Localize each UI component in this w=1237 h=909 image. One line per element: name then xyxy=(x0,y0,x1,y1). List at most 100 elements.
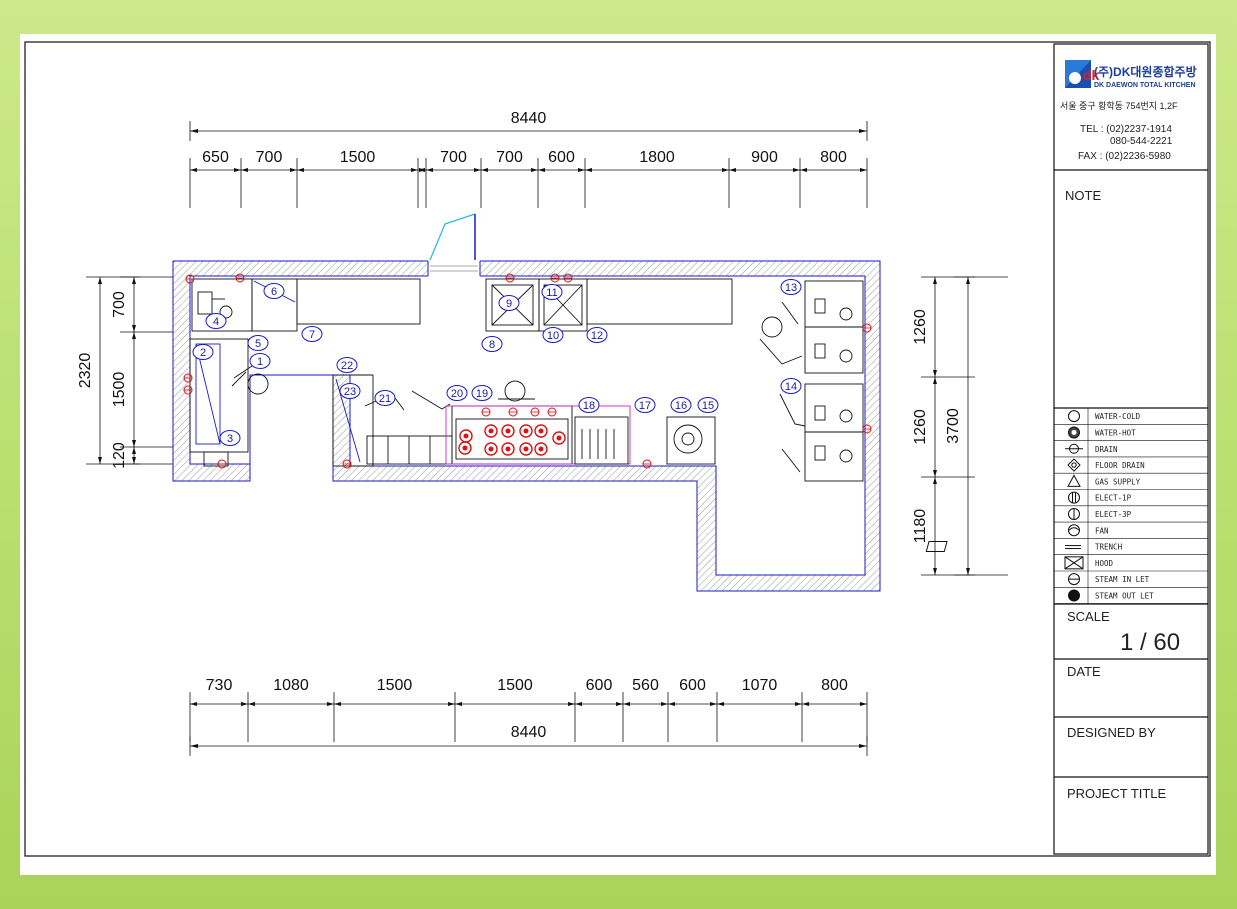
company-logo: dk (주)DK대원종합주방 DK DAEWON TOTAL KITCHEN xyxy=(1065,60,1197,89)
legend-label: STEAM OUT LET xyxy=(1095,591,1154,600)
equipment-number-12: 12 xyxy=(586,327,608,343)
legend: WATER-COLD WATER-HOT DRAIN FLOOR DRAIN GAS S… xyxy=(925,408,1208,604)
worker-figure-2 xyxy=(761,316,783,338)
dish-rack xyxy=(574,416,629,465)
left-dim-0: 700 xyxy=(111,291,128,318)
top-dim-4: 700 xyxy=(440,149,467,166)
burner-icon xyxy=(519,442,533,456)
left-total-dim-0: 2320 xyxy=(77,353,94,389)
kitchen-floor-plan: dk (주)DK대원종합주방 DK DAEWON TOTAL KITCHEN 서… xyxy=(24,41,1211,857)
utility-markers xyxy=(183,273,872,469)
steam-out-let-icon xyxy=(1068,589,1080,602)
legend-row-3: FLOOR DRAIN xyxy=(1054,458,1208,474)
equipment xyxy=(189,278,864,482)
equipment-number-3: 3 xyxy=(219,430,241,446)
floor-drain-icon xyxy=(1067,458,1081,472)
svg-text:6: 6 xyxy=(271,286,277,298)
utility-outlet-icon xyxy=(642,459,652,469)
bottom-dim-6: 600 xyxy=(679,677,706,694)
utility-outlet-icon xyxy=(217,459,227,469)
legend-row-11: STEAM OUT LET xyxy=(1054,589,1208,604)
bottom-dim-4: 600 xyxy=(586,677,613,694)
legend-row-2: DRAIN xyxy=(1054,443,1208,458)
company-name-kr: (주)DK대원종합주방 xyxy=(1094,64,1197,79)
svg-text:23: 23 xyxy=(344,386,356,398)
utility-outlet-icon xyxy=(183,373,193,383)
legend-label: ELECT-3P xyxy=(1095,510,1132,519)
designed-by-label: DESIGNED BY xyxy=(1067,725,1156,740)
svg-text:2: 2 xyxy=(200,347,206,359)
date-label: DATE xyxy=(1067,664,1101,679)
legend-label: DRAIN xyxy=(1095,445,1118,454)
scale-label: SCALE xyxy=(1067,609,1110,624)
legend-label: TRENCH xyxy=(1095,543,1123,552)
equipment-number-22: 22 xyxy=(336,357,358,373)
svg-text:19: 19 xyxy=(476,388,488,400)
legend-label: STEAM IN LET xyxy=(1095,575,1150,584)
burner-icon xyxy=(501,424,515,438)
svg-text:4: 4 xyxy=(213,316,219,328)
bottom-dim-1: 1080 xyxy=(273,677,309,694)
water-cold-icon xyxy=(1068,410,1080,423)
trench-icon xyxy=(925,541,1081,553)
svg-text:1: 1 xyxy=(257,356,263,368)
right-total-dim-0: 3700 xyxy=(945,408,962,444)
bottom-dim-7: 1070 xyxy=(742,677,778,694)
top-dim-5: 700 xyxy=(496,149,523,166)
svg-text:18: 18 xyxy=(583,400,595,412)
equipment-number-21: 21 xyxy=(374,390,396,406)
utility-outlet-icon xyxy=(550,273,560,283)
svg-text:8: 8 xyxy=(489,339,495,351)
equipment-number-15: 15 xyxy=(697,397,719,413)
project-title-label: PROJECT TITLE xyxy=(1067,786,1167,801)
svg-text:5: 5 xyxy=(255,338,261,350)
bottom-dim-8: 800 xyxy=(821,677,848,694)
equipment-number-9: 9 xyxy=(498,295,520,311)
bottom-dim-0: 730 xyxy=(206,677,233,694)
right-dim-0: 1260 xyxy=(912,309,929,345)
top-dim-8: 900 xyxy=(751,149,778,166)
company-tel: TEL : (02)2237-1914 xyxy=(1080,124,1172,135)
equipment-number-4: 4 xyxy=(205,313,227,329)
company-tel-2: 080-544-2221 xyxy=(1110,136,1173,147)
legend-label: GAS SUPPLY xyxy=(1095,477,1141,486)
left-dim-1: 1500 xyxy=(111,372,128,408)
utility-outlet-icon xyxy=(342,459,352,469)
drawing-sheet: dk (주)DK대원종합주방 DK DAEWON TOTAL KITCHEN 서… xyxy=(20,34,1216,875)
burner-icon xyxy=(484,424,498,438)
equipment-number-11: 11 xyxy=(541,284,563,300)
utility-outlet-icon xyxy=(185,274,195,284)
legend-label: WATER-COLD xyxy=(1095,412,1141,421)
logo-mark: dk xyxy=(1083,67,1100,83)
drain-icon xyxy=(1065,443,1083,454)
utility-outlet-icon xyxy=(481,407,491,417)
bottom-dim-2: 1500 xyxy=(377,677,413,694)
top-dim-0: 650 xyxy=(202,149,229,166)
water-hot-icon xyxy=(1068,426,1080,439)
utility-outlet-icon xyxy=(183,385,193,395)
svg-text:17: 17 xyxy=(639,400,651,412)
legend-row-4: GAS SUPPLY xyxy=(1054,474,1208,490)
legend-label: FAN xyxy=(1095,526,1109,535)
burner-icon xyxy=(484,442,498,456)
wall-counter-left xyxy=(296,278,421,325)
right-dim-2: 1180 xyxy=(912,509,929,544)
legend-label: WATER-HOT xyxy=(1095,428,1136,437)
utility-outlet-icon xyxy=(862,424,872,434)
burner-icon xyxy=(534,442,548,456)
worker-figure-3 xyxy=(504,380,526,402)
scale-value: 1 / 60 xyxy=(1120,629,1180,656)
burner-icon xyxy=(459,429,473,443)
right-dim-1: 1260 xyxy=(912,409,929,445)
floor-sink xyxy=(203,451,229,467)
island-table-22 xyxy=(332,374,374,467)
note-label: NOTE xyxy=(1065,188,1101,203)
top-dim-9: 800 xyxy=(820,149,847,166)
top-dim-6: 600 xyxy=(548,149,575,166)
legend-row-8: TRENCH xyxy=(925,541,1208,556)
equipment-number-20: 20 xyxy=(446,385,468,401)
equipment-number-23: 23 xyxy=(339,383,361,399)
left-dim-2: 120 xyxy=(111,442,128,469)
